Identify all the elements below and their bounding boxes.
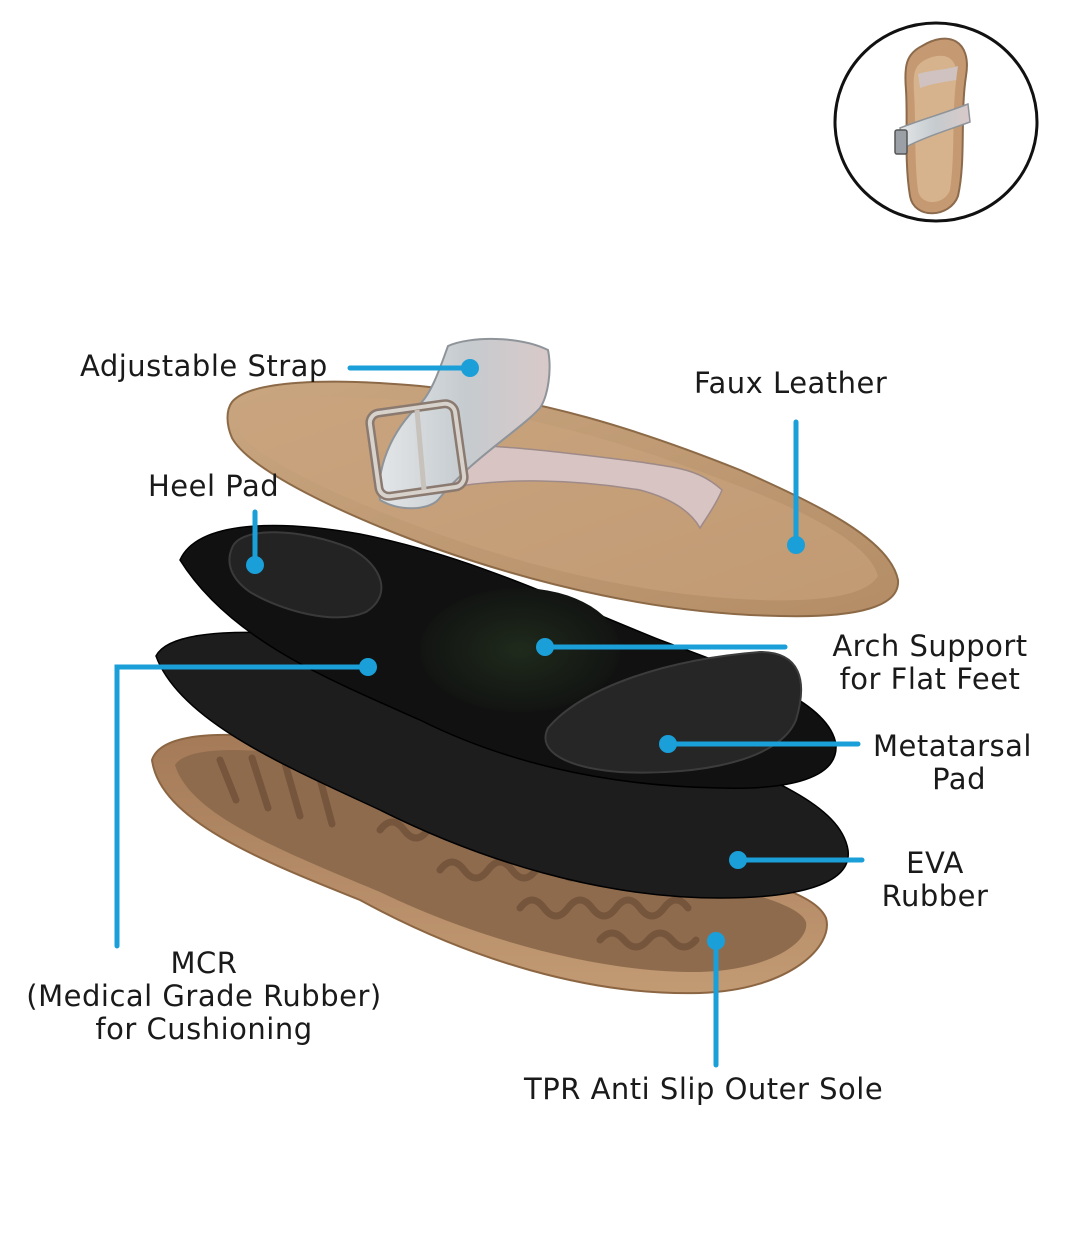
heel-pad xyxy=(228,531,383,619)
label-faux-leather: Faux Leather xyxy=(694,366,888,400)
buckle-icon xyxy=(365,399,469,501)
label-adjustable-strap: Adjustable Strap xyxy=(80,349,328,383)
label-arch-support: Arch Support for Flat Feet xyxy=(830,630,1030,696)
label-metatarsal-line-1: Metatarsal xyxy=(872,729,1032,763)
callout-lines xyxy=(114,365,865,1068)
faux-leather-footbed xyxy=(226,337,900,618)
label-arch-support-line-2: for Flat Feet xyxy=(839,662,1021,696)
label-mcr-line-1: MCR xyxy=(170,946,238,980)
label-arch-support-line-1: Arch Support xyxy=(832,629,1028,663)
arch-support-pad xyxy=(420,588,620,712)
callout-dots xyxy=(246,359,805,950)
tpr-outer-sole xyxy=(150,733,828,995)
label-mcr-line-2: (Medical Grade Rubber) xyxy=(26,979,382,1013)
thumbnail-circle xyxy=(833,21,1039,223)
sandal-top-view-icon xyxy=(894,37,971,215)
label-metatarsal-line-2: Pad xyxy=(932,762,986,796)
label-tpr-sole: TPR Anti Slip Outer Sole xyxy=(524,1072,884,1106)
label-heel-pad: Heel Pad xyxy=(148,469,280,503)
label-eva-rubber: EVA Rubber xyxy=(870,847,1000,913)
label-mcr: MCR (Medical Grade Rubber) for Cushionin… xyxy=(14,947,394,1046)
label-metatarsal-pad: Metatarsal Pad xyxy=(860,730,1032,796)
label-mcr-line-3: for Cushioning xyxy=(95,1012,313,1046)
label-eva-line-1: EVA xyxy=(906,846,964,880)
label-eva-line-2: Rubber xyxy=(881,879,989,913)
callout-mcr xyxy=(114,664,371,949)
